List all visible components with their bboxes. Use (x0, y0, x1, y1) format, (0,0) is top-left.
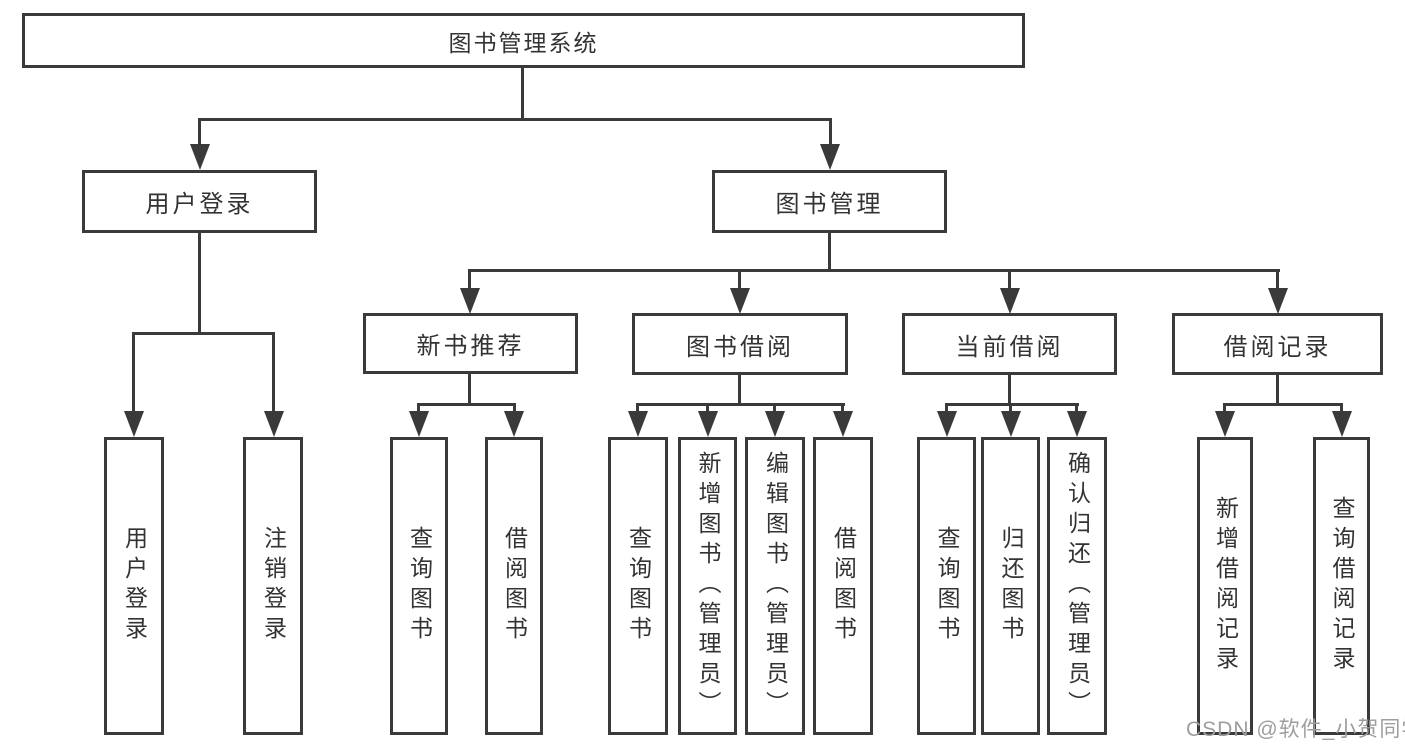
arrow-down-icon (1000, 288, 1020, 314)
connector-line (841, 403, 844, 413)
arrow-down-icon (504, 411, 524, 437)
leaf-current-return-books-label: 归还图书 (998, 526, 1024, 646)
leaf-logout: 注销登录 (243, 437, 303, 735)
leaf-newbooks-query-books: 查询图书 (390, 437, 448, 735)
connector-line (513, 403, 516, 413)
arrow-down-icon (730, 288, 750, 314)
connector-line (945, 403, 1079, 406)
csdn-watermark: CSDN @软件_小贺同学 (1186, 718, 1405, 741)
connector-line (706, 403, 709, 413)
leaf-records-query-record-label: 查询借阅记录 (1329, 496, 1355, 676)
node-book-management-system: 图书管理系统 (22, 13, 1025, 68)
arrow-down-icon (698, 411, 718, 437)
connector-line (773, 403, 776, 413)
arrow-down-icon (1215, 411, 1235, 437)
arrow-down-icon (460, 288, 480, 314)
arrow-down-icon (628, 411, 648, 437)
connector-line (468, 373, 471, 405)
leaf-borrowing-add-books-admin: 新增图书（管理员） (678, 437, 737, 735)
leaf-user-login-label: 用户登录 (121, 526, 148, 646)
leaf-borrowing-edit-books-admin: 编辑图书（管理员） (745, 437, 805, 735)
connector-line (417, 403, 516, 406)
node-borrow-records: 借阅记录 (1172, 313, 1383, 375)
node-new-book-recommend: 新书推荐 (363, 313, 578, 374)
arrow-down-icon (124, 411, 144, 437)
connector-line (1075, 403, 1078, 413)
connector-line (738, 269, 741, 291)
leaf-newbooks-borrow-books-label: 借阅图书 (501, 526, 528, 646)
node-new-book-recommend-label: 新书推荐 (416, 333, 525, 360)
node-book-management-system-label: 图书管理系统 (448, 29, 599, 56)
arrow-down-icon (1332, 411, 1352, 437)
arrow-down-icon (1001, 411, 1021, 437)
node-book-management-label: 图书管理 (775, 191, 884, 218)
arrow-down-icon (937, 411, 957, 437)
leaf-current-return-books: 归还图书 (981, 437, 1040, 735)
connector-line (1008, 373, 1011, 405)
leaf-user-login: 用户登录 (104, 437, 164, 735)
node-book-borrowing: 图书借阅 (632, 313, 848, 375)
connector-line (417, 403, 420, 413)
connector-line (1008, 269, 1011, 291)
connector-line (1223, 403, 1343, 406)
arrow-down-icon (1067, 411, 1087, 437)
leaf-borrowing-borrow-books-label: 借阅图书 (830, 526, 857, 646)
arrow-down-icon (264, 411, 284, 437)
leaf-records-add-record-label: 新增借阅记录 (1212, 496, 1239, 676)
arrow-down-icon (190, 144, 210, 170)
arrow-down-icon (409, 411, 429, 437)
leaf-current-confirm-return-admin: 确认归还（管理员） (1047, 437, 1107, 735)
connector-line (132, 332, 135, 412)
leaf-current-query-books-label: 查询图书 (934, 526, 960, 646)
connector-line (738, 373, 741, 405)
leaf-borrowing-query-books: 查询图书 (608, 437, 668, 735)
connector-line (636, 403, 845, 406)
node-book-borrowing-label: 图书借阅 (686, 333, 794, 361)
connector-line (198, 118, 832, 121)
leaf-records-query-record: 查询借阅记录 (1313, 437, 1370, 735)
leaf-borrowing-query-books-label: 查询图书 (625, 526, 652, 646)
connector-line (1340, 403, 1343, 413)
node-current-borrowing: 当前借阅 (902, 313, 1117, 375)
leaf-current-confirm-return-admin-label: 确认归还（管理员） (1064, 451, 1091, 721)
leaf-newbooks-borrow-books: 借阅图书 (485, 437, 543, 735)
node-borrow-records-label: 借阅记录 (1223, 333, 1332, 361)
connector-line (945, 403, 948, 413)
connector-line (636, 403, 639, 413)
connector-line (198, 232, 201, 334)
connector-line (1223, 403, 1226, 413)
connector-line (828, 232, 831, 272)
connector-line (132, 332, 275, 335)
leaf-borrowing-add-books-admin-label: 新增图书（管理员） (695, 451, 721, 721)
leaf-records-add-record: 新增借阅记录 (1197, 437, 1253, 735)
connector-line (521, 68, 524, 120)
connector-line (829, 118, 832, 146)
leaf-logout-label: 注销登录 (260, 526, 287, 646)
arrow-down-icon (1268, 288, 1288, 314)
node-user-login-label: 用户登录 (145, 191, 254, 218)
connector-line (468, 269, 1280, 272)
leaf-current-query-books: 查询图书 (917, 437, 976, 735)
connector-line (272, 332, 275, 412)
leaf-borrowing-edit-books-admin-label: 编辑图书（管理员） (762, 451, 789, 721)
connector-line (1276, 269, 1279, 291)
node-book-management: 图书管理 (712, 170, 947, 233)
connector-line (1009, 403, 1012, 413)
arrow-down-icon (820, 144, 840, 170)
leaf-borrowing-borrow-books: 借阅图书 (813, 437, 873, 735)
arrow-down-icon (833, 411, 853, 437)
connector-line (468, 269, 471, 291)
arrow-down-icon (765, 411, 785, 437)
leaf-newbooks-query-books-label: 查询图书 (406, 526, 433, 646)
connector-line (1276, 373, 1279, 405)
connector-line (198, 118, 201, 146)
node-user-login: 用户登录 (82, 170, 317, 233)
node-current-borrowing-label: 当前借阅 (955, 333, 1064, 361)
